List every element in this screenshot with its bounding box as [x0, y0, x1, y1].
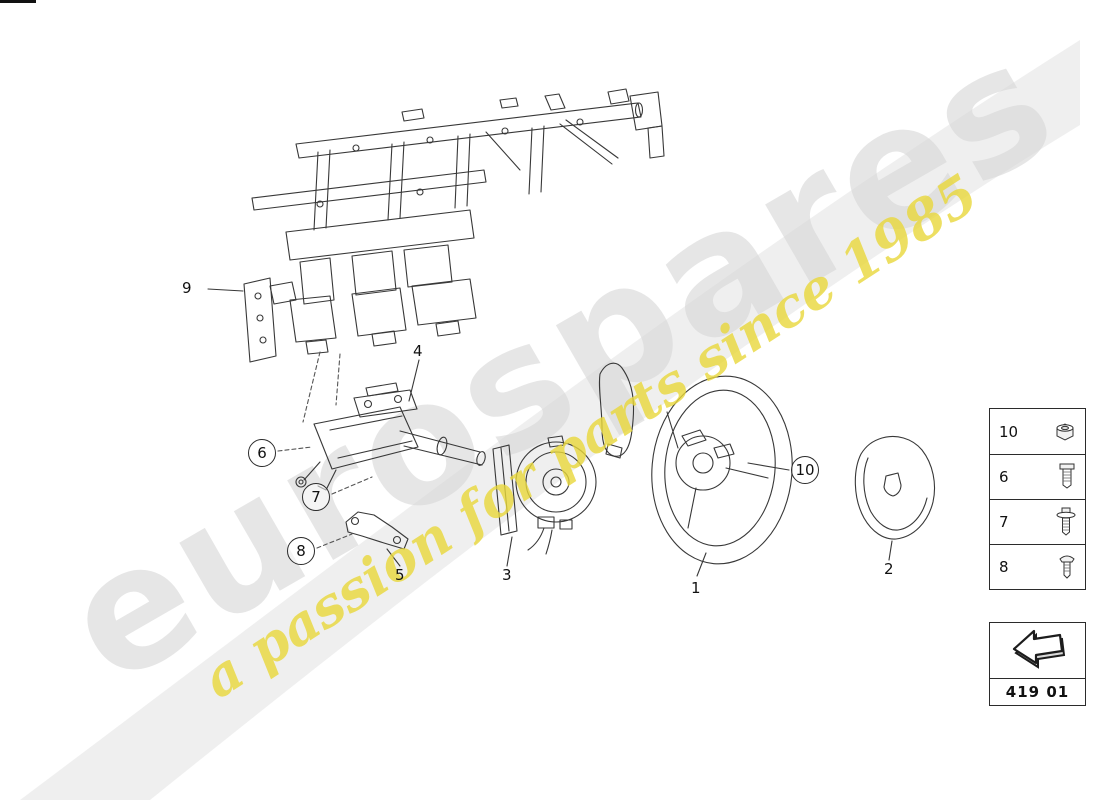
legend-number: 8 — [999, 558, 1009, 576]
page-corner-mark — [0, 0, 36, 3]
pan-head-screw-icon — [1058, 553, 1076, 581]
flanged-screw-icon — [1056, 507, 1076, 537]
callout-1[interactable]: 1 — [691, 579, 701, 597]
legend-number: 7 — [999, 513, 1009, 531]
steering-column-drawing — [295, 382, 486, 491]
callout-10[interactable]: 10 — [791, 456, 819, 484]
callout-7[interactable]: 7 — [302, 483, 330, 511]
legend-number: 6 — [999, 468, 1009, 486]
callout-4[interactable]: 4 — [413, 342, 423, 360]
callout-2[interactable]: 2 — [884, 560, 894, 578]
back-arrow-icon — [990, 623, 1085, 678]
fastener-legend: 10 6 7 8 — [989, 408, 1086, 590]
callout-8[interactable]: 8 — [287, 537, 315, 565]
chassis-frame-drawing — [243, 88, 665, 363]
airbag-drawing — [854, 435, 936, 540]
leader-lines — [207, 288, 893, 577]
callout-5[interactable]: 5 — [395, 566, 405, 584]
callout-3[interactable]: 3 — [502, 566, 512, 584]
callout-9[interactable]: 9 — [182, 279, 192, 297]
paddle-lever-drawing — [598, 362, 635, 459]
legend-row-6[interactable]: 6 — [990, 454, 1085, 499]
clock-spring-drawing — [492, 435, 597, 555]
cap-nut-icon — [1054, 420, 1076, 444]
legend-row-10[interactable]: 10 — [990, 409, 1085, 454]
legend-number: 10 — [999, 422, 1019, 441]
legend-row-8[interactable]: 8 — [990, 544, 1085, 589]
part-code-box[interactable]: 419 01 — [989, 622, 1086, 706]
callout-6[interactable]: 6 — [248, 439, 276, 467]
hex-bolt-icon — [1058, 462, 1076, 492]
steering-wheel-drawing — [651, 375, 793, 565]
mounting-bracket-drawing — [345, 511, 409, 550]
part-code-label: 419 01 — [990, 678, 1085, 705]
legend-row-7[interactable]: 7 — [990, 499, 1085, 544]
